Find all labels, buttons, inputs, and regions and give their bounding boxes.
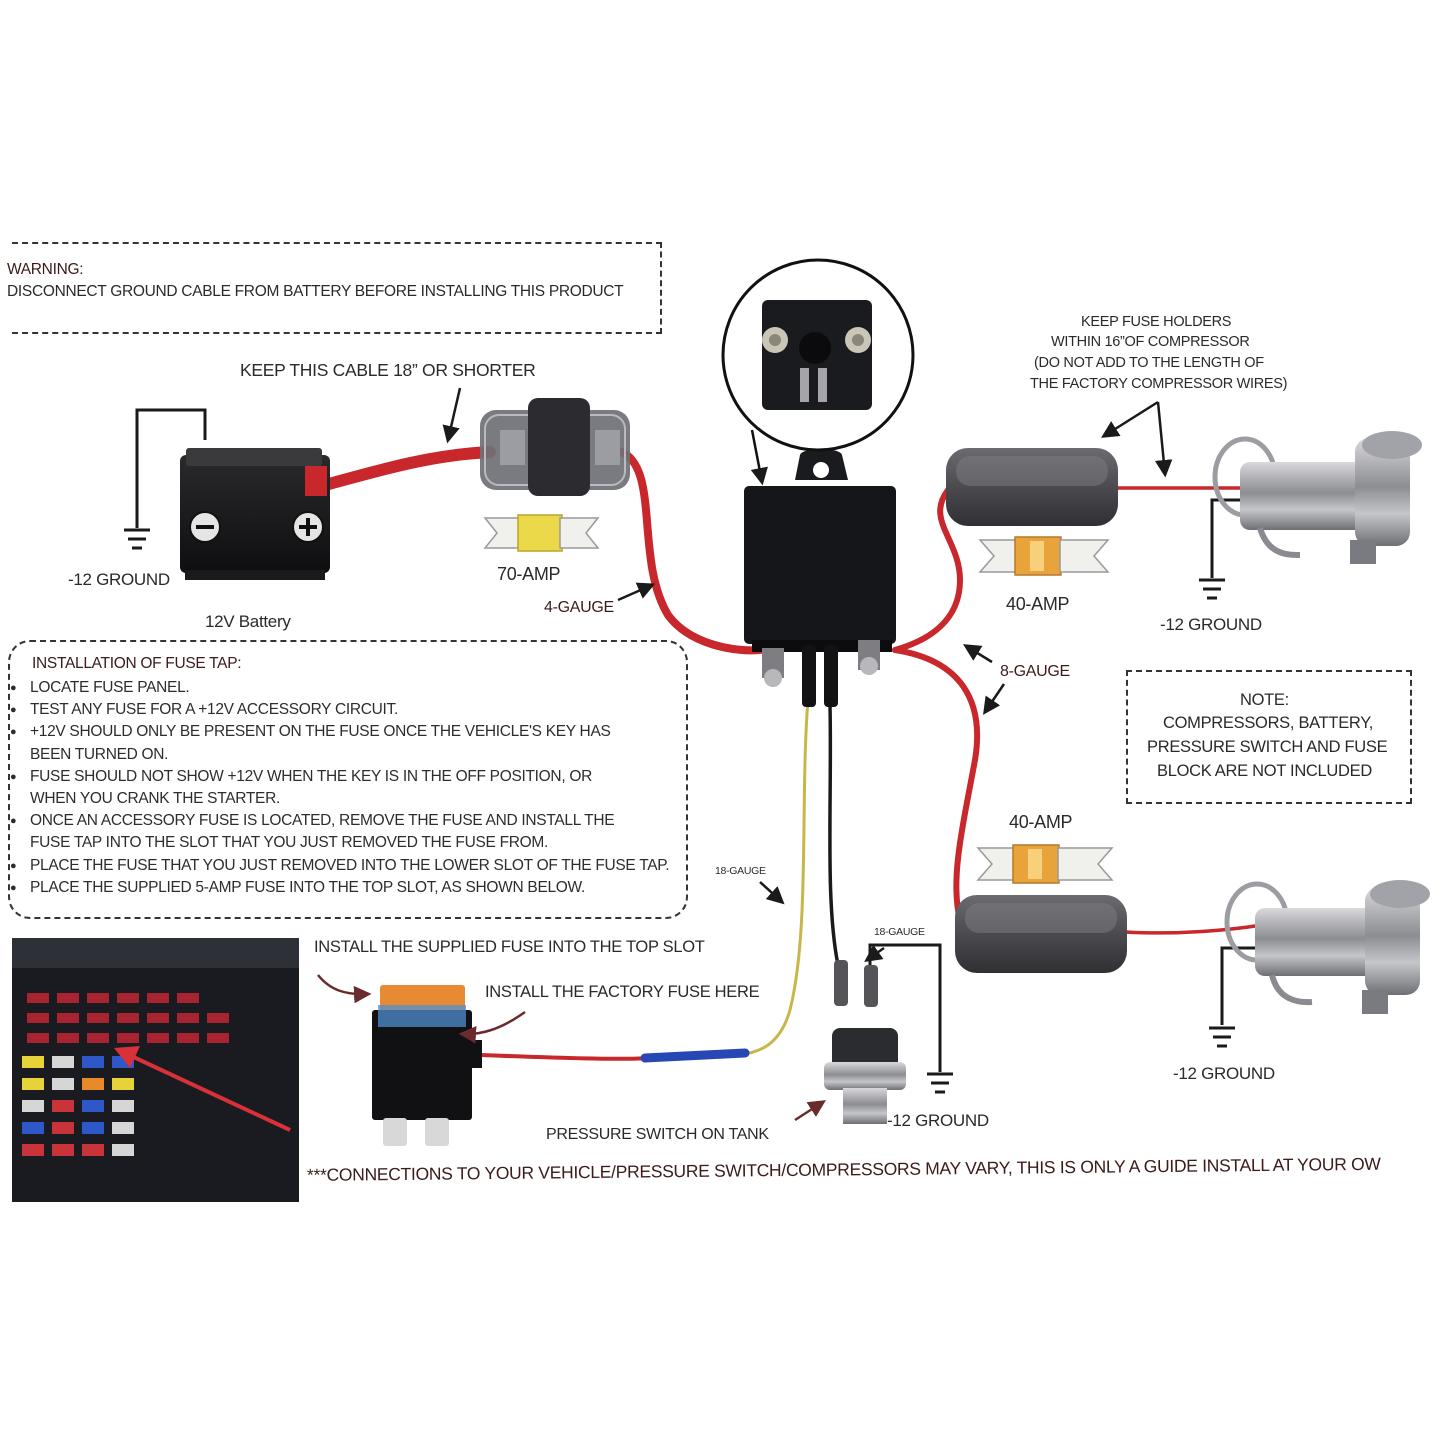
- fuse-tap-title: INSTALLATION OF FUSE TAP:: [28, 655, 246, 673]
- fuse-tap-step: PLACE THE SUPPLIED 5-AMP FUSE INTO THE T…: [10, 877, 669, 899]
- fuse-40-bottom-label: 40-AMP: [1009, 812, 1073, 832]
- gauge-18-switch-label: 18-GAUGE: [874, 926, 925, 938]
- fuse-tap-step: FUSE SHOULD NOT SHOW +12V WHEN THE KEY I…: [10, 766, 669, 788]
- battery-ground: [124, 408, 207, 550]
- cable-length-label: KEEP THIS CABLE 18” OR SHORTER: [240, 360, 536, 380]
- fuse-tap: [372, 985, 482, 1146]
- gauge-4-label: 4-GAUGE: [544, 599, 614, 616]
- fuse-holder-note-line: KEEP FUSE HOLDERS: [1081, 314, 1232, 330]
- fuse-70-amp: [483, 514, 600, 552]
- annotation-arrows: [442, 387, 1173, 963]
- compressor-top-ground: [1199, 498, 1248, 600]
- tap-lead-wire: [478, 1053, 652, 1061]
- fuse-holder-70: [480, 398, 630, 496]
- relay-to-fuse40-bottom-wire: [892, 647, 981, 923]
- fuse-40-amp-top: [978, 536, 1110, 576]
- warning-box: [12, 242, 662, 334]
- warning-title: WARNING:: [7, 261, 84, 278]
- relay-detail-inset: [721, 258, 915, 486]
- fuse-tap-box: [8, 640, 688, 919]
- switch-ground-label: -12 GROUND: [887, 1111, 989, 1130]
- fuse-70-label: 70-AMP: [497, 564, 561, 584]
- relay-to-fuse40-top-wire: [892, 487, 964, 653]
- supplied-fuse-label: INSTALL THE SUPPLIED FUSE INTO THE TOP S…: [314, 938, 705, 956]
- fuse-tap-steps: LOCATE FUSE PANEL. TEST ANY FUSE FOR A +…: [10, 677, 670, 899]
- fuse-tap-step-cont: BEEN TURNED ON.: [30, 745, 169, 763]
- battery-label: 12V Battery: [205, 612, 291, 631]
- battery: [180, 448, 330, 580]
- fuse-holder-note-line: THE FACTORY COMPRESSOR WIRES): [1030, 376, 1288, 392]
- battery-to-fuse-wire: [312, 446, 496, 493]
- compressor-bottom-ground: [1209, 946, 1262, 1048]
- compressor-top: [1212, 431, 1422, 564]
- blue-heatshrink: [640, 1048, 750, 1063]
- fuse-tap-step: ONCE AN ACCESSORY FUSE IS LOCATED, REMOV…: [10, 810, 669, 832]
- note-title: NOTE:: [1240, 691, 1289, 709]
- fuse-to-relay-wire: [618, 448, 764, 655]
- warning-text: DISCONNECT GROUND CABLE FROM BATTERY BEF…: [7, 283, 624, 300]
- factory-fuse-label: INSTALL THE FACTORY FUSE HERE: [485, 983, 760, 1001]
- compressor-top-ground-label: -12 GROUND: [1160, 615, 1262, 634]
- battery-ground-label: -12 GROUND: [68, 570, 170, 589]
- fuse-tap-step-cont: WHEN YOU CRANK THE STARTER.: [30, 790, 280, 808]
- fuse-40-amp-bottom: [976, 844, 1114, 884]
- relay: [744, 449, 896, 707]
- compressor-bottom: [1224, 880, 1430, 1014]
- fuse-holder-note-line: WITHIN 16”OF COMPRESSOR: [1051, 334, 1250, 350]
- fuse-holder-note-line: (DO NOT ADD TO THE LENGTH OF: [1034, 355, 1264, 371]
- fuse-tap-step: +12V SHOULD ONLY BE PRESENT ON THE FUSE …: [10, 721, 669, 743]
- maroon-arrows: [317, 974, 826, 1122]
- compressor-bottom-ground-label: -12 GROUND: [1173, 1064, 1275, 1083]
- fuse-tap-step: LOCATE FUSE PANEL.: [10, 677, 669, 699]
- fuse-tap-step-cont: FUSE TAP INTO THE SLOT THAT YOU JUST REM…: [30, 834, 549, 852]
- fuse-holder-40-bottom: [955, 895, 1127, 973]
- note-line: BLOCK ARE NOT INCLUDED: [1157, 762, 1372, 780]
- fuse-panel-photo: [12, 938, 299, 1202]
- fuse-rows: [22, 993, 229, 1156]
- yellow-trigger-wire: [739, 699, 810, 1057]
- fuse-tap-step: TEST ANY FUSE FOR A +12V ACCESSORY CIRCU…: [10, 699, 669, 721]
- fuse40-bottom-to-compressor-wire: [1123, 923, 1264, 935]
- fuse-40-top-label: 40-AMP: [1006, 594, 1070, 614]
- power-wires: [312, 446, 1264, 1061]
- gauge-18-trigger-label: 18-GAUGE: [715, 865, 766, 877]
- black-switch-wire: [828, 704, 840, 966]
- gauge-8-label: 8-GAUGE: [1000, 663, 1070, 680]
- fuse-holder-40-top: [946, 448, 1118, 526]
- note-box: [1126, 670, 1412, 804]
- pressure-switch: [824, 960, 906, 1124]
- note-line: PRESSURE SWITCH AND FUSE: [1147, 738, 1388, 756]
- fuse-tap-step: PLACE THE FUSE THAT YOU JUST REMOVED INT…: [10, 855, 670, 877]
- note-line: COMPRESSORS, BATTERY,: [1163, 714, 1374, 732]
- fuse-panel-graphic: [12, 938, 299, 1202]
- pressure-switch-label: PRESSURE SWITCH ON TANK: [546, 1126, 769, 1143]
